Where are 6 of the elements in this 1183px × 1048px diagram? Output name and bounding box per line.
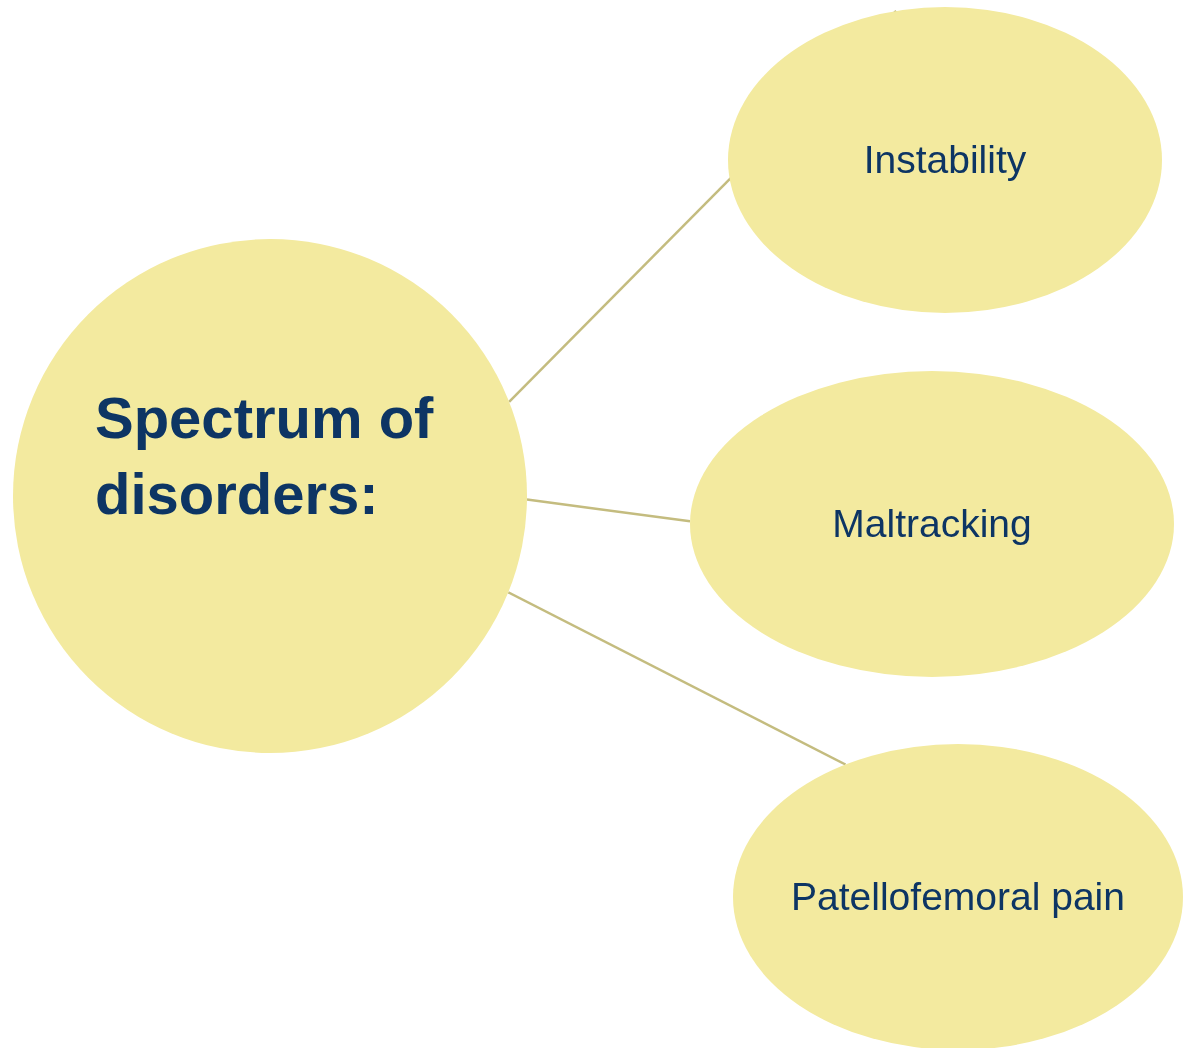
connector-line: [526, 498, 691, 523]
connector-line: [507, 591, 847, 766]
topic-label: Patellofemoral pain: [791, 874, 1125, 920]
topic-label: Instability: [863, 137, 1027, 183]
topic-label: Maltracking: [832, 501, 1032, 547]
hub-title: Spectrum of disorders:: [95, 384, 435, 528]
